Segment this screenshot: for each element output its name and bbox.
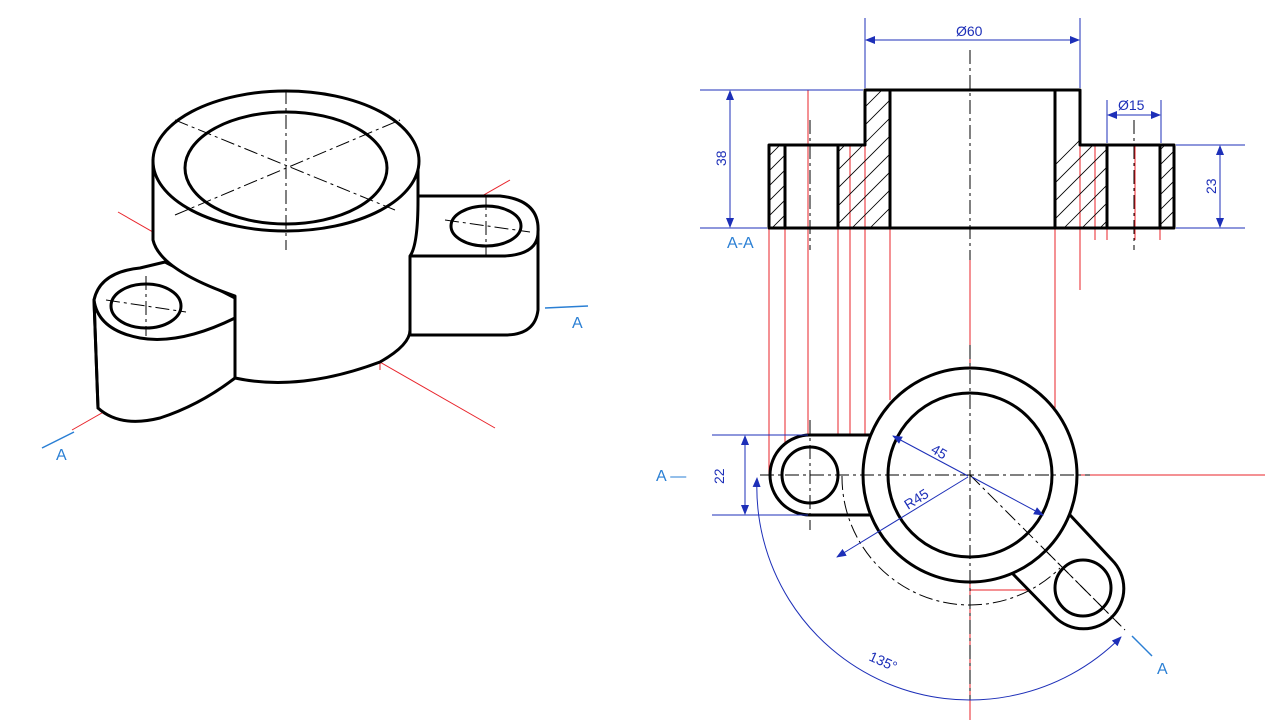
section-view: Ø60 Ø15 38 23 A-A	[700, 18, 1245, 720]
dim-height-38: 38	[713, 150, 729, 166]
top-cut-label-right: A	[1157, 661, 1168, 678]
dim-dia-15: Ø15	[1118, 97, 1145, 113]
section-outline	[767, 50, 1176, 260]
iso-left-lug	[92, 260, 237, 423]
dim-dia-60: Ø60	[956, 23, 983, 39]
dim-height-23: 23	[1203, 178, 1219, 194]
iso-cut-label-right: A	[572, 315, 583, 332]
section-label: A-A	[727, 235, 754, 252]
isometric-view: A A	[41, 89, 589, 464]
iso-main-cylinder	[151, 89, 421, 384]
iso-cut-plane: A A	[41, 305, 589, 464]
dim-angle-135: 135°	[867, 648, 900, 674]
iso-cut-label-left: A	[56, 447, 67, 464]
top-cut-label-left: A —	[656, 468, 686, 485]
section-dimensions: Ø60 Ø15 38 23 A-A	[700, 18, 1245, 252]
top-cut-plane: A — A	[656, 468, 1168, 678]
top-view: 22 45 R45 135° A — A	[656, 345, 1265, 701]
section-hatching	[769, 90, 1174, 228]
dim-width-22: 22	[711, 468, 727, 484]
dim-radius-45: 45	[929, 441, 951, 463]
iso-right-lug	[408, 194, 540, 337]
